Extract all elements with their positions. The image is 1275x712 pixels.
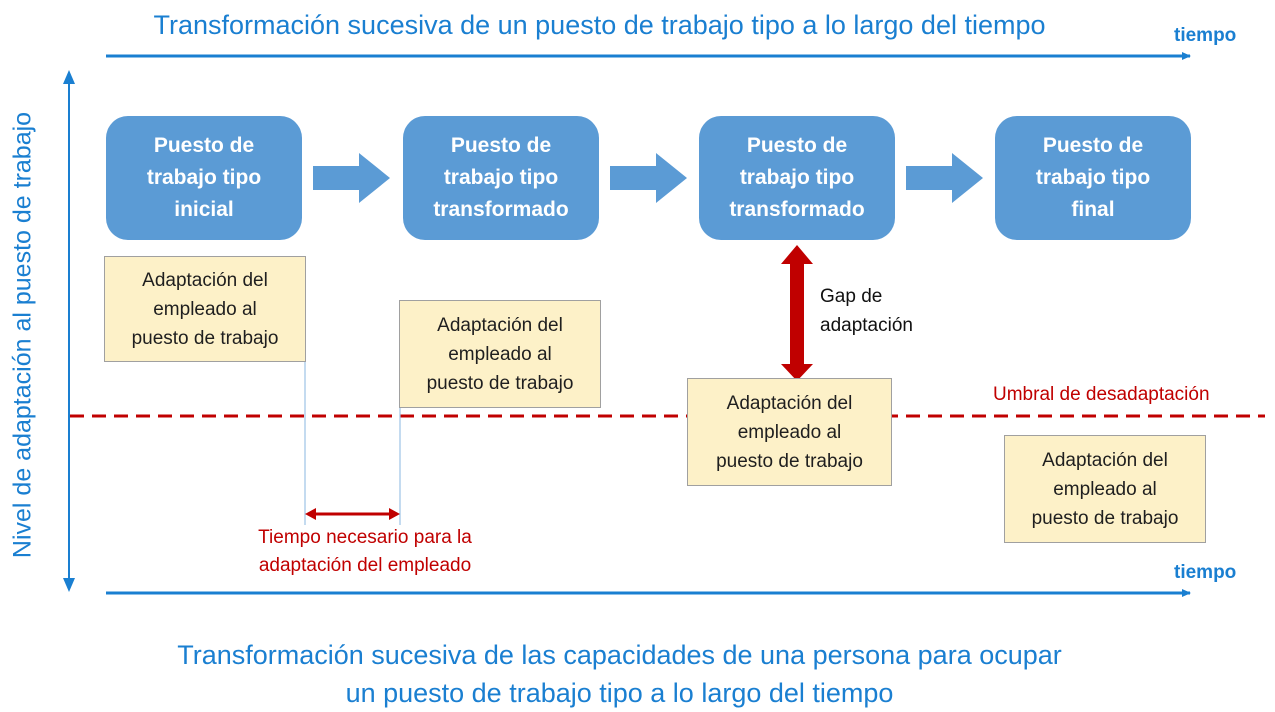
job-box-transformed-1: Puesto de trabajo tipo transformado [403,116,599,240]
job-box-final: Puesto de trabajo tipo final [995,116,1191,240]
bottom-title: Transformación sucesiva de las capacidad… [177,640,1062,708]
bottom-time-label: tiempo [1174,562,1237,583]
vertical-axis-label: Nivel de adaptación al puesto de trabajo [8,111,37,558]
diagram-graphics [63,52,1265,597]
block-arrow-1 [313,153,390,203]
block-arrow-2 [610,153,687,203]
top-title: Transformación sucesiva de un puesto de … [153,10,1046,40]
gap-arrow [781,245,813,381]
gap-label: Gap de adaptación [820,286,913,336]
top-time-label: tiempo [1174,25,1237,46]
vertical-axis [63,70,75,592]
adaptation-box-4: Adaptación del empleado al puesto de tra… [1004,435,1206,543]
time-needed-label: Tiempo necesario para la adaptación del … [258,527,472,576]
job-box-initial: Puesto de trabajo tipo inicial [106,116,302,240]
adaptation-box-1: Adaptación del empleado al puesto de tra… [104,256,306,362]
threshold-label: Umbral de desadaptación [993,384,1210,405]
job-box-transformed-2: Puesto de trabajo tipo transformado [699,116,895,240]
time-needed-arrow [305,508,400,520]
block-arrow-3 [906,153,983,203]
adaptation-box-2: Adaptación del empleado al puesto de tra… [399,300,601,408]
adaptation-box-3: Adaptación del empleado al puesto de tra… [687,378,892,486]
